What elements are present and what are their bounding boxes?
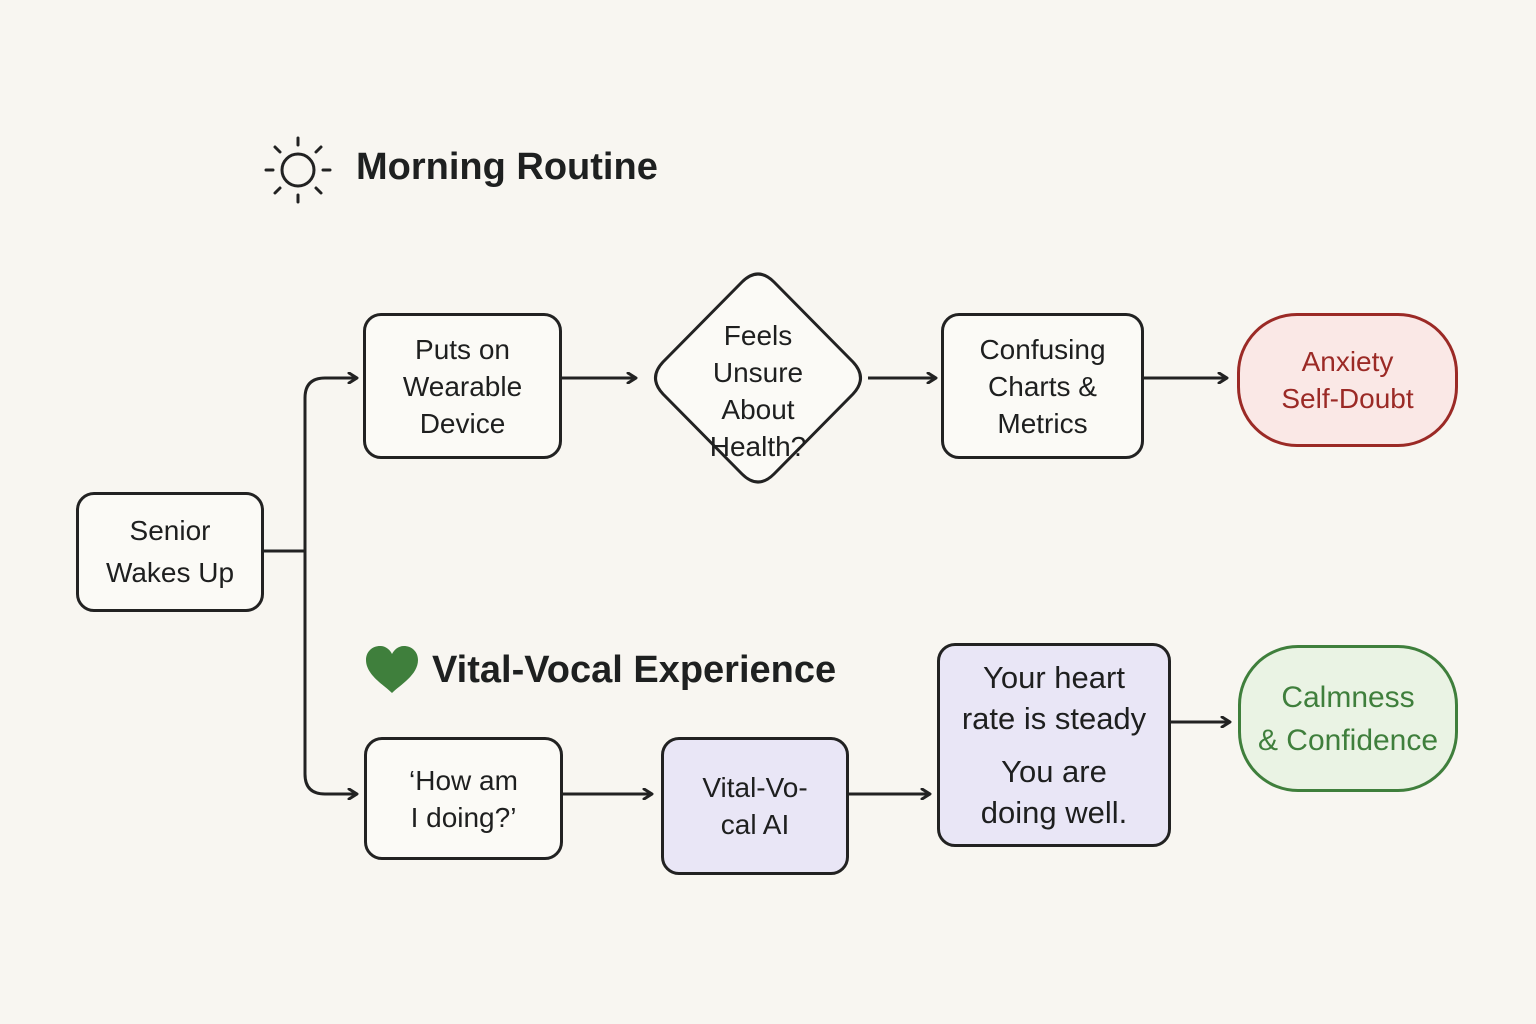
node-anxiety-self-doubt[interactable]: Anxiety Self-Doubt: [1237, 313, 1458, 447]
node-text-line: Device: [419, 407, 506, 439]
decision-diamond: [654, 272, 862, 484]
morning-routine-heading: Morning Routine: [356, 146, 658, 188]
node-text-line: Wakes Up: [105, 557, 235, 588]
node-text-line: Anxiety: [1301, 346, 1394, 377]
node-calmness-confidence[interactable]: Calmness & Confidence: [1238, 645, 1458, 792]
node-feels-unsure[interactable]: Feels Unsure About Health?: [658, 317, 858, 465]
node-text-line: You are: [1001, 754, 1107, 789]
node-text-line: Calmness: [1281, 680, 1415, 714]
node-text-line: Charts &: [988, 370, 1097, 402]
vital-vocal-heading: Vital-Vocal Experience: [432, 649, 837, 691]
node-text-line: Self-Doubt: [1281, 383, 1414, 414]
node-text-line: Health?: [709, 431, 807, 462]
node-text-line: I doing?’: [410, 801, 517, 833]
node-vital-vocal-ai[interactable]: Vital-Vo- cal AI: [661, 737, 849, 875]
node-ai-response[interactable]: Your heart rate is steady You are doing …: [937, 643, 1171, 847]
node-text-line: Senior: [129, 515, 211, 546]
node-text-line: Vital-Vo-: [702, 772, 808, 803]
node-text-line: Wearable: [402, 370, 523, 402]
node-text-line: & Confidence: [1257, 723, 1439, 757]
node-text-line: doing well.: [980, 795, 1128, 830]
connector-to-question: [303, 551, 357, 794]
node-text-line: About: [721, 394, 795, 425]
node-senior-wakes-up[interactable]: Senior Wakes Up: [76, 492, 264, 612]
heart-icon: [366, 646, 418, 693]
node-text-line: ‘How am: [409, 764, 518, 796]
node-text-line: Feels: [723, 320, 793, 351]
sun-icon: [264, 136, 332, 204]
node-text-line: cal AI: [720, 809, 790, 840]
node-text-line: Confusing: [979, 333, 1106, 365]
node-how-am-i-doing[interactable]: ‘How am I doing?’: [364, 737, 563, 860]
node-puts-on-wearable[interactable]: Puts on Wearable Device: [363, 313, 562, 459]
node-text-line: Unsure: [712, 357, 804, 388]
node-text-line: rate is steady: [961, 701, 1147, 736]
node-text-line: Puts on: [415, 333, 510, 365]
connector-to-wearable: [303, 378, 357, 551]
node-confusing-charts[interactable]: Confusing Charts & Metrics: [941, 313, 1144, 459]
node-text-line: Metrics: [997, 407, 1088, 439]
node-text-line: Your heart: [983, 660, 1125, 695]
